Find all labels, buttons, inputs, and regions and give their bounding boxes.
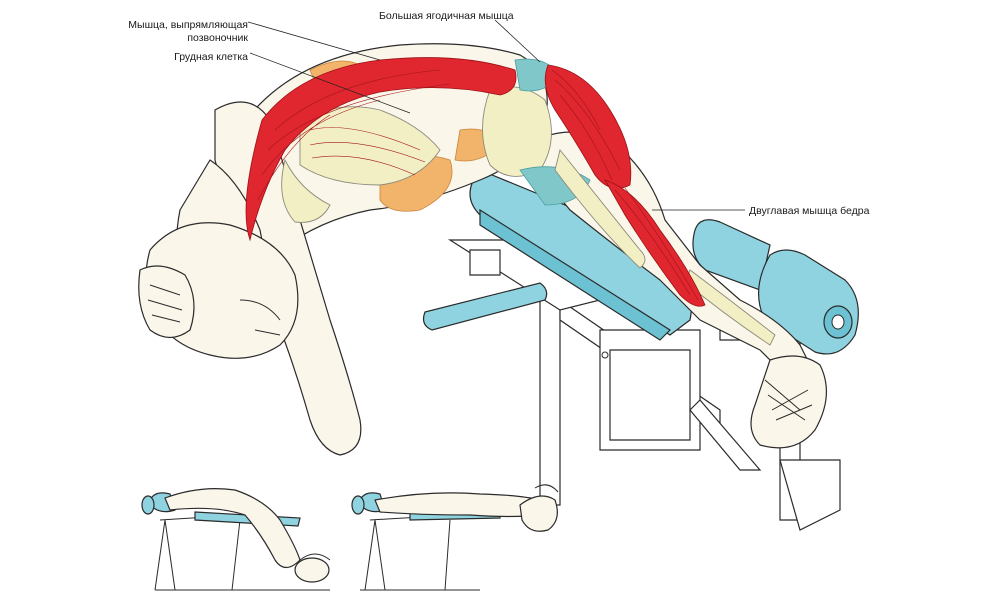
rib-cage-label: Грудная клетка (174, 51, 248, 63)
hyperextension-end-position-icon (351, 484, 559, 591)
rib-cage-leader (249, 52, 411, 114)
erector-spinae-muscle (245, 57, 517, 242)
erector-spinae-label-line2: позвоночник (187, 32, 248, 44)
rib-cage (281, 106, 441, 223)
annotation-layer: Мышца, выпрямляющая позвоночник Грудная … (128, 10, 869, 217)
erector-spinae-leader (247, 21, 381, 61)
gluteus-maximus-leader (494, 19, 541, 63)
athlete-figure (138, 43, 828, 456)
biceps-femoris-label: Двуглавая мышца бедра (749, 205, 870, 217)
pelvis (482, 86, 552, 177)
biceps-femoris-muscle (604, 179, 706, 307)
erector-spinae-label-line1: Мышца, выпрямляющая (128, 19, 248, 31)
gluteus-maximus-label: Большая ягодичная мышца (379, 10, 514, 22)
hyperextension-start-position-icon (141, 488, 331, 591)
